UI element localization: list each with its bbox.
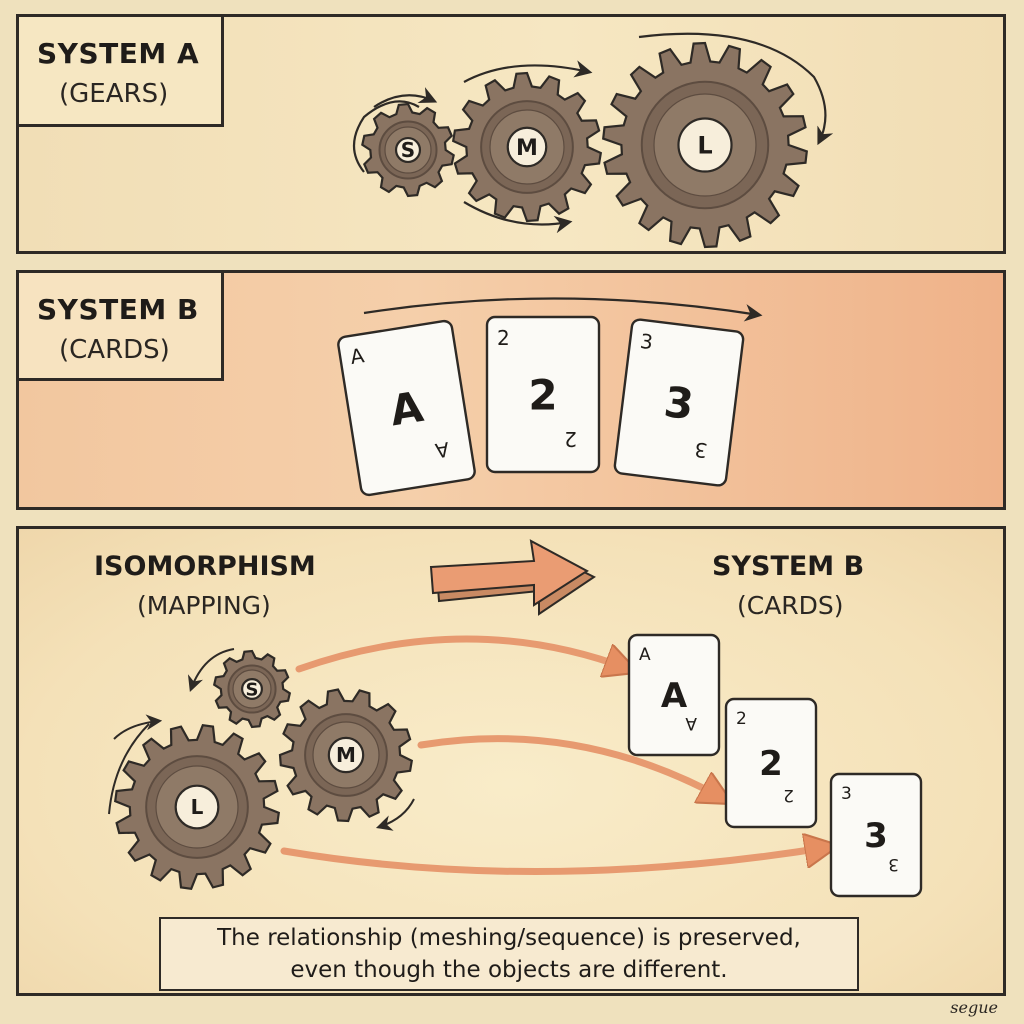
system-a-title: SYSTEM A [37, 37, 200, 70]
isomorphism-subtitle: (MAPPING) [137, 591, 271, 620]
rotation-arrow [113, 714, 163, 740]
mapped-card-two-corner-label: 2 [736, 709, 747, 729]
card-three-corner-label: 3 [639, 329, 655, 354]
mapped-card-ace: AAA [627, 633, 721, 757]
gear-large-label: L [697, 132, 712, 160]
card-two-corner-label: 2 [497, 326, 510, 350]
rotation-arrow [375, 798, 415, 831]
mapped-card-three: 333 [829, 772, 923, 898]
mapping-arrow-m-to-2 [417, 735, 724, 799]
panel-system-a: SYSTEM A (GEARS) S M L [16, 14, 1006, 254]
gear-medium: M [451, 71, 603, 223]
rotation-arrow [463, 201, 573, 234]
mapped-gear-medium-label: M [336, 743, 356, 767]
mapped-gear-small-label: S [246, 679, 259, 700]
gear-large: L [602, 41, 808, 249]
card-two-center-label: 2 [528, 371, 557, 420]
mapped-card-two-center-label: 2 [759, 744, 783, 784]
system-a-label-box: SYSTEM A (GEARS) [19, 17, 224, 127]
mapped-gear-small: S [212, 649, 292, 729]
gear-small-label: S [401, 138, 415, 162]
system-b-subtitle-mapped: (CARDS) [737, 591, 844, 620]
system-b-subtitle: (CARDS) [59, 335, 170, 365]
mapped-card-ace-corner-label-inverted: A [685, 713, 697, 733]
mapped-card-ace-center-label: A [661, 676, 688, 716]
gear-medium-label: M [516, 136, 538, 161]
gear-small: S [361, 102, 455, 198]
card-two-corner-label-inverted: 2 [564, 427, 577, 451]
system-b-title: SYSTEM B [37, 293, 199, 326]
card-two: 222 [485, 315, 601, 474]
card-three: 333 [613, 318, 745, 487]
mapping-arrow-icon [429, 539, 596, 616]
mapping-arrow-l-to-3 [280, 847, 829, 876]
rotation-arrow [463, 60, 593, 83]
card-ace-corner-label-inverted: A [433, 437, 451, 463]
caption-box: The relationship (meshing/sequence) is p… [159, 917, 859, 991]
mapped-card-ace-corner-label: A [639, 645, 651, 665]
mapped-card-two-corner-label-inverted: 2 [783, 785, 794, 805]
rotation-arrow [108, 723, 150, 815]
rotation-arrow [373, 87, 438, 108]
card-ace-corner-label: A [348, 343, 366, 369]
card-three-center-label: 3 [661, 377, 696, 429]
mapped-card-three-corner-label-inverted: 3 [888, 854, 899, 874]
mapped-gear-large: L [113, 723, 281, 891]
mapped-card-three-center-label: 3 [864, 816, 888, 856]
rotation-arrow [187, 648, 235, 692]
caption-line-1: The relationship (meshing/sequence) is p… [217, 925, 801, 951]
system-a-subtitle: (GEARS) [59, 79, 169, 109]
mapped-card-two: 222 [724, 697, 818, 829]
sequence-arrow [363, 297, 763, 322]
signature: segue [950, 998, 998, 1017]
panel-isomorphism: ISOMORPHISM (MAPPING) SYSTEM B (CARDS) S… [16, 526, 1006, 996]
rotation-arrow [352, 100, 420, 173]
mapping-arrow-s-to-a [295, 635, 629, 669]
mapped-gear-large-label: L [191, 795, 204, 819]
mapped-card-three-corner-label: 3 [841, 784, 852, 804]
card-ace: AAA [337, 319, 476, 497]
system-b-label-box: SYSTEM B (CARDS) [19, 273, 224, 381]
card-three-corner-label-inverted: 3 [693, 437, 709, 462]
mapped-gear-medium: M [278, 688, 414, 823]
caption-line-2: even though the objects are different. [290, 957, 728, 983]
isomorphism-title: ISOMORPHISM [94, 551, 316, 582]
rotation-arrow [638, 32, 834, 146]
system-b-title-mapped: SYSTEM B [712, 551, 865, 582]
